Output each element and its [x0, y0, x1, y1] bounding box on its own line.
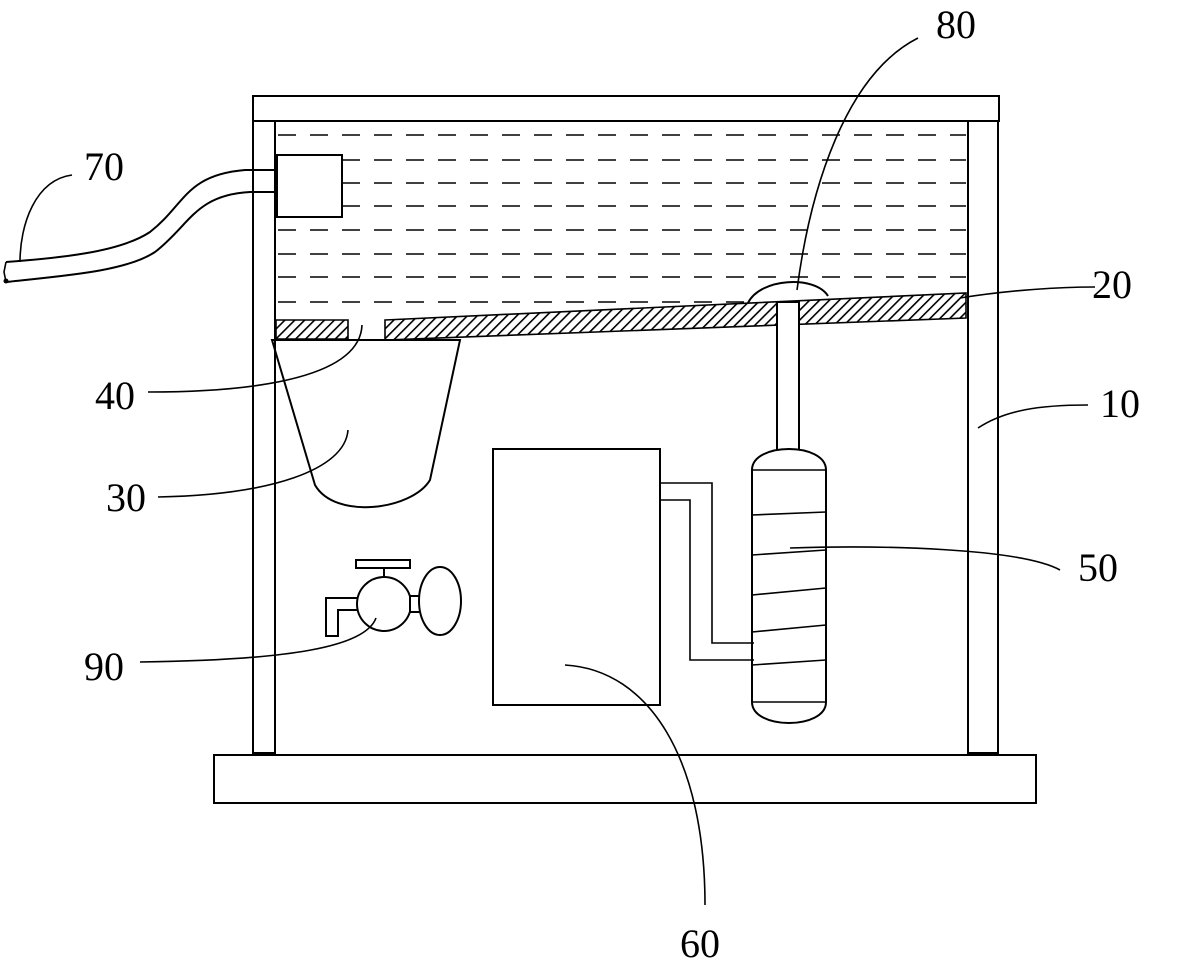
base-platform	[213, 754, 1037, 804]
leader-80	[796, 37, 919, 291]
riser-pipe	[776, 301, 800, 451]
frame-left-post	[252, 120, 276, 754]
leader-lines	[19, 37, 1096, 906]
sloped-plate	[275, 292, 967, 341]
label-10: 10	[1100, 381, 1140, 426]
leader-10	[977, 404, 1089, 429]
inlet-pipe	[3, 169, 278, 284]
label-50: 50	[1078, 545, 1118, 590]
unit-box	[492, 448, 661, 706]
leader-50	[789, 546, 1061, 571]
dome	[747, 281, 829, 304]
coil-tank	[751, 448, 827, 724]
inlet-box	[276, 154, 343, 218]
reference-numerals: 10 20 30 40 50 60 70 80 90	[84, 2, 1140, 966]
frame	[252, 95, 1000, 754]
label-40: 40	[95, 373, 135, 418]
label-20: 20	[1092, 262, 1132, 307]
leader-30	[157, 429, 349, 498]
leader-90	[139, 617, 377, 663]
leader-40	[147, 324, 363, 393]
label-60: 60	[680, 921, 720, 966]
connecting-pipes	[660, 482, 754, 661]
hopper	[270, 339, 462, 509]
label-30: 30	[106, 475, 146, 520]
water-surface-lines	[278, 134, 966, 303]
leader-60	[564, 664, 706, 906]
valve	[325, 559, 462, 637]
label-80: 80	[936, 2, 976, 47]
leader-70	[19, 174, 73, 263]
label-70: 70	[84, 144, 124, 189]
label-90: 90	[84, 644, 124, 689]
frame-top-beam	[252, 95, 1000, 122]
frame-right-post	[967, 120, 999, 754]
leader-20	[959, 286, 1096, 299]
